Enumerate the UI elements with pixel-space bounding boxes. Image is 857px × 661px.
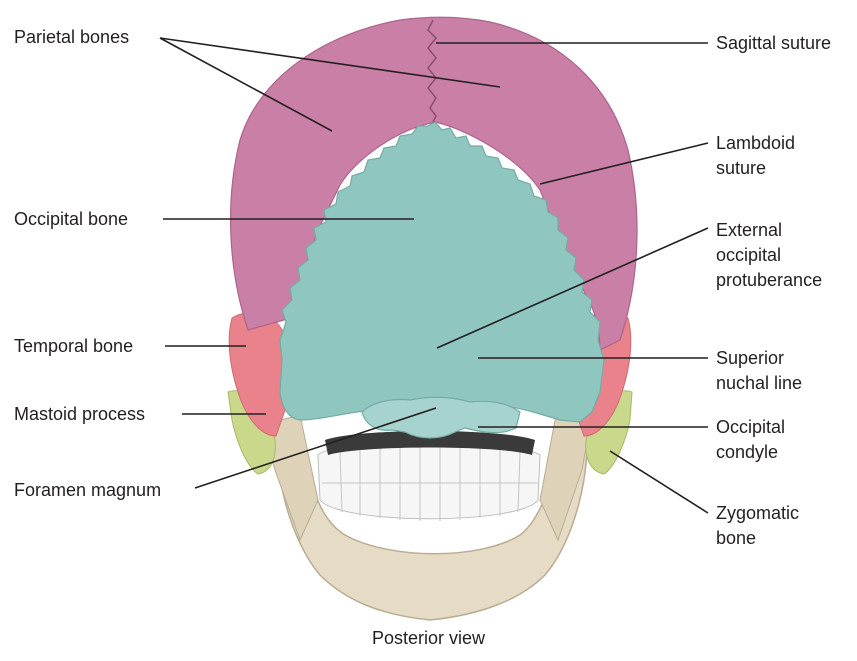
label-external-line3: protuberance (716, 268, 822, 293)
label-sagittal-suture: Sagittal suture (716, 31, 831, 56)
label-superior-nuchal-line: Superior nuchal line (716, 346, 802, 396)
label-occipital-bone: Occipital bone (14, 207, 128, 232)
label-lambdoid-line1: Lambdoid (716, 131, 795, 156)
label-external-line2: occipital (716, 243, 822, 268)
label-occipital-condyle: Occipital condyle (716, 415, 785, 465)
label-temporal-bone: Temporal bone (14, 334, 133, 359)
label-condyle-line2: condyle (716, 440, 785, 465)
teeth (318, 431, 540, 521)
label-lambdoid-suture: Lambdoid suture (716, 131, 795, 181)
label-external-occipital-protuberance: External occipital protuberance (716, 218, 822, 293)
label-superior-line2: nuchal line (716, 371, 802, 396)
label-mastoid-process: Mastoid process (14, 402, 145, 427)
label-zygomatic-bone: Zygomatic bone (716, 501, 799, 551)
label-condyle-line1: Occipital (716, 415, 785, 440)
figure-caption: Posterior view (0, 628, 857, 649)
foramen-magnum (362, 397, 520, 438)
label-zygomatic-line2: bone (716, 526, 799, 551)
label-external-line1: External (716, 218, 822, 243)
label-superior-line1: Superior (716, 346, 802, 371)
label-foramen-magnum: Foramen magnum (14, 478, 161, 503)
label-lambdoid-line2: suture (716, 156, 795, 181)
label-zygomatic-line1: Zygomatic (716, 501, 799, 526)
label-parietal-bones: Parietal bones (14, 25, 129, 50)
